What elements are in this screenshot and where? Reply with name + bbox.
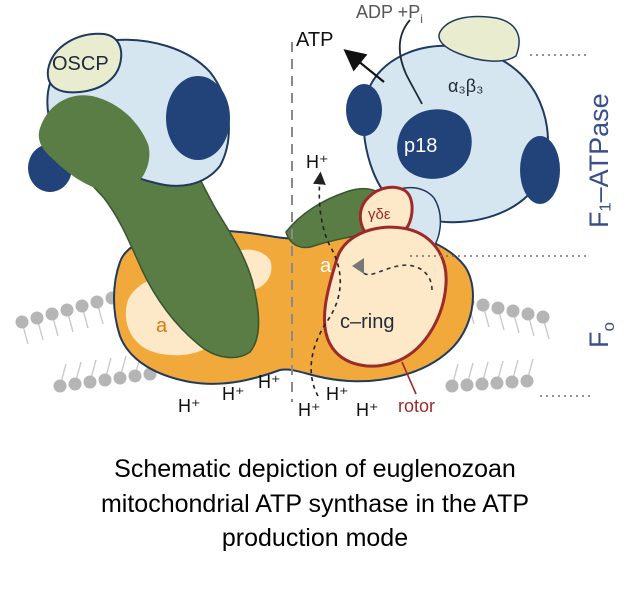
alpha3-beta3-label: α₃β₃ [448,76,483,96]
caption-line-1: Schematic depiction of euglenozoan [114,455,516,483]
figure-caption: Schematic depiction of euglenozoan mitoc… [20,452,610,556]
oscp-label: OSCP [52,53,109,75]
caption-line-3: production mode [221,524,409,552]
rotor-pointer [401,361,417,395]
c-ring [322,225,448,368]
lipid-head [98,373,112,387]
lipid-head [113,371,127,385]
lipid-head [53,379,67,393]
proton-label-2: H⁺ [222,384,245,404]
left-dark-blob-1 [166,76,230,160]
c-ring-label: c–ring [340,311,394,333]
lipid-head [476,298,490,312]
right-dark-blob-top [346,84,382,136]
p18-subunit [397,109,472,179]
proton-label-3: H⁺ [258,372,281,392]
rotation-arrow [359,264,433,291]
lipid-head [30,311,44,325]
atp-arrow [343,49,385,83]
lipid-head [491,301,505,315]
caption-line-2: mitochondrial ATP synthase in the ATP [100,489,529,518]
proton-label-1: H⁺ [178,396,201,416]
right-dark-blob-side [520,136,560,204]
f1-atpase-label: F₁–ATPase [584,93,614,228]
proton-label-5: H⁺ [326,384,349,404]
adp-pi-label: ADP +Pi [356,2,423,26]
lipid-head [15,315,29,329]
lipid-head [536,310,550,324]
adp-pi-arrow [398,19,423,105]
atp-label: ATP [296,29,333,51]
stator-over-left-head [38,95,150,193]
rotation-arrow-head [352,258,364,274]
lipid-head [75,299,89,313]
a-subunit-left-label: a [156,315,168,337]
oscp-subunit [46,32,123,94]
proton-label-6: H⁺ [356,400,379,420]
lipid-head [490,376,504,390]
lipid-head [90,295,104,309]
lipid-head [506,304,520,318]
lipid-head [475,377,489,391]
gamma-delta-epsilon-label: γδε [368,206,391,223]
lipid-head [505,375,519,389]
lipid-head [521,307,535,321]
atp-synthase-diagram: OSCP p18 α₃β₃ γδε a c–ring ATP ADP +Pi F… [15,2,618,420]
lipid-head [520,374,534,388]
proton-label-top: H⁺ [306,152,329,172]
rotor-label: rotor [398,396,435,416]
fo-label: Fo [584,322,618,348]
a-subunit-right-label: a [320,255,332,277]
lipid-head [68,377,82,391]
membrane-left [15,291,157,393]
lipid-head [128,369,142,383]
lipid-head [83,375,97,389]
lipid-head [45,307,59,321]
lipid-head [60,303,74,317]
p18-label: p18 [404,135,437,157]
right-top-cap [438,15,520,62]
lipid-head [460,378,474,392]
lipid-head [445,379,459,393]
proton-label-4: H⁺ [298,400,321,420]
